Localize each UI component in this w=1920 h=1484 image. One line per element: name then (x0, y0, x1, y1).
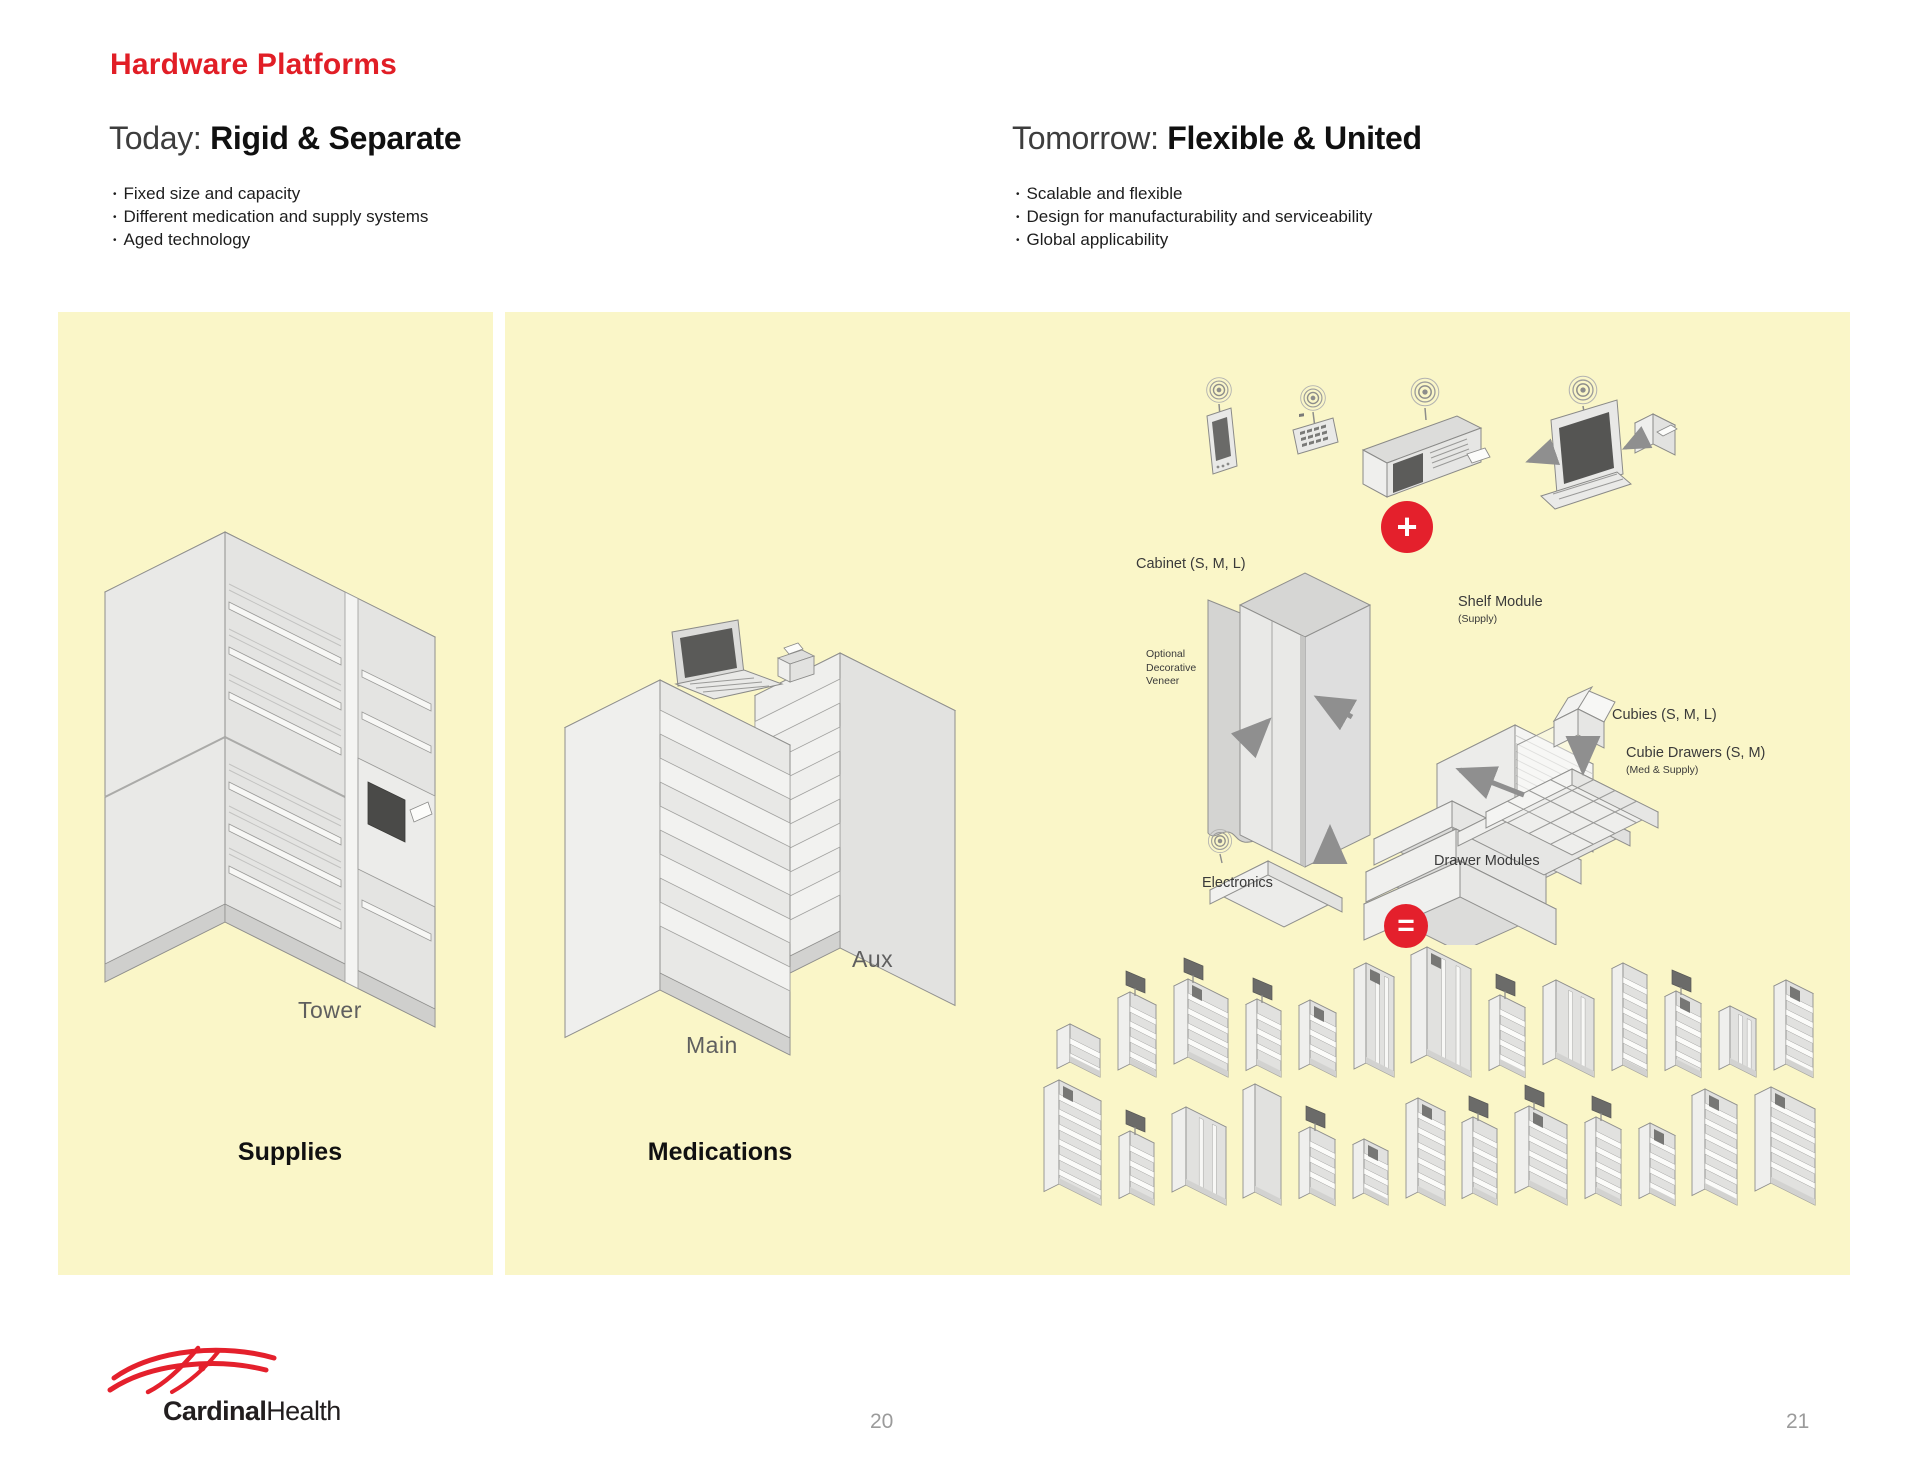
electronics-slab (1208, 860, 1344, 928)
mini-cabinet-icon (1242, 1083, 1283, 1206)
mini-cabinet-icon (1664, 968, 1703, 1078)
supply-tower-illustration (103, 531, 437, 1028)
cubie-drawer-tray (1456, 768, 1660, 876)
arrow-icon (1455, 766, 1525, 800)
terminal-device-icon (1361, 377, 1491, 498)
mini-cabinet-icon (1117, 1109, 1155, 1206)
bullet-item: Design for manufacturability and service… (1016, 205, 1373, 228)
mini-cabinet-icon (1297, 1104, 1337, 1206)
mini-cabinet-icon (1717, 1005, 1757, 1078)
logo-text-regular: Health (266, 1396, 341, 1426)
today-heading-bold: Rigid & Separate (210, 120, 462, 156)
mini-cabinet-icon (1172, 957, 1229, 1078)
mini-cabinet-icon (1611, 962, 1649, 1078)
mini-cabinet-icon (1042, 1079, 1103, 1206)
workstation-icon (1525, 375, 1678, 510)
page-number-left: 20 (870, 1410, 894, 1433)
wifi-icon (1207, 828, 1233, 854)
mini-cabinet-icon (1055, 1023, 1102, 1078)
mini-cabinet-icon (1772, 978, 1814, 1078)
cubie-drawers-label: Cubie Drawers (S, M) (1626, 745, 1766, 761)
bullet-item: Fixed size and capacity (113, 182, 428, 205)
bullet-item: Scalable and flexible (1016, 182, 1372, 205)
mini-cabinet-icon (1753, 1086, 1817, 1206)
wifi-icon (1205, 376, 1233, 404)
mini-cabinet-icon (1461, 1095, 1499, 1206)
mini-cabinet-icon (1691, 1088, 1739, 1206)
wireless-devices-illustration (1205, 375, 1678, 510)
bullet-item: Aged technology (113, 228, 428, 251)
plus-icon: + (1381, 501, 1433, 553)
today-bullet-list: Fixed size and capacity Different medica… (113, 182, 429, 251)
veneer-label: Optional Decorative Veneer (1146, 648, 1197, 688)
wifi-icon (1568, 375, 1598, 405)
keypad-device-icon (1292, 384, 1339, 455)
aux-label: Aux (852, 946, 894, 972)
equals-glyph: = (1397, 909, 1415, 942)
tower-label: Tower (298, 997, 362, 1023)
shelf-module-label: Shelf Module (1458, 594, 1543, 610)
exploded-platform-diagram (1207, 572, 1660, 945)
cardinal-logo-icon (107, 1345, 277, 1395)
logo-text-bold: Cardinal (163, 1396, 267, 1426)
supplies-caption: Supplies (237, 1138, 343, 1166)
logo-wordmark: CardinalHealth (163, 1396, 341, 1427)
tomorrow-prefix: Tomorrow: (1012, 120, 1168, 156)
mini-cabinet-icon (1244, 977, 1282, 1078)
mini-cabinet-icon (1351, 1138, 1389, 1206)
cubies-label: Cubies (S, M, L) (1612, 707, 1717, 723)
wifi-icon (1410, 377, 1440, 407)
mini-cabinet-icon (1583, 1094, 1622, 1206)
mini-cabinet-icon (1297, 999, 1337, 1078)
configurations-row-1 (1055, 946, 1815, 1080)
equals-icon: = (1384, 904, 1428, 948)
today-prefix: Today: (109, 120, 211, 156)
mini-cabinet-icon (1542, 979, 1596, 1078)
cabinet-label: Cabinet (S, M, L) (1136, 556, 1246, 572)
medications-caption: Medications (647, 1138, 793, 1166)
mini-cabinet-icon (1488, 972, 1527, 1078)
tomorrow-bullet-list: Scalable and flexible Design for manufac… (1016, 182, 1373, 251)
bullet-item: Different medication and supply systems (113, 205, 429, 228)
page-title: Hardware Platforms (110, 48, 398, 81)
cubie-box (1552, 685, 1616, 749)
drawer-modules-label: Drawer Modules (1434, 853, 1540, 869)
configurations-row-2 (1042, 1070, 1817, 1208)
cubie-drawers-sublabel: (Med & Supply) (1626, 764, 1699, 776)
bullet-item: Global applicability (1016, 228, 1372, 251)
mini-cabinet-icon (1404, 1096, 1446, 1206)
mini-cabinet-icon (1116, 970, 1157, 1078)
arrow-icon (1313, 695, 1358, 731)
mini-cabinet-icon (1410, 946, 1473, 1078)
mini-cabinet-icon (1513, 1084, 1569, 1206)
today-heading: Today: Rigid & Separate (109, 120, 462, 157)
mini-cabinet-icon (1352, 962, 1395, 1078)
arrow-icon (1230, 717, 1272, 759)
tomorrow-heading-bold: Flexible & United (1167, 120, 1422, 156)
plus-glyph: + (1396, 506, 1418, 547)
wifi-icon (1299, 384, 1327, 412)
page-number-right: 21 (1786, 1410, 1810, 1433)
electronics-label: Electronics (1202, 875, 1273, 891)
cabinet-box (1238, 572, 1372, 868)
main-label: Main (686, 1032, 738, 1058)
handheld-device-icon (1205, 376, 1238, 475)
medications-illustration (563, 619, 957, 1056)
mini-cabinet-icon (1637, 1121, 1676, 1206)
shelf-module-sublabel: (Supply) (1458, 613, 1498, 625)
mini-cabinet-icon (1170, 1106, 1227, 1206)
tomorrow-heading: Tomorrow: Flexible & United (1012, 120, 1422, 157)
